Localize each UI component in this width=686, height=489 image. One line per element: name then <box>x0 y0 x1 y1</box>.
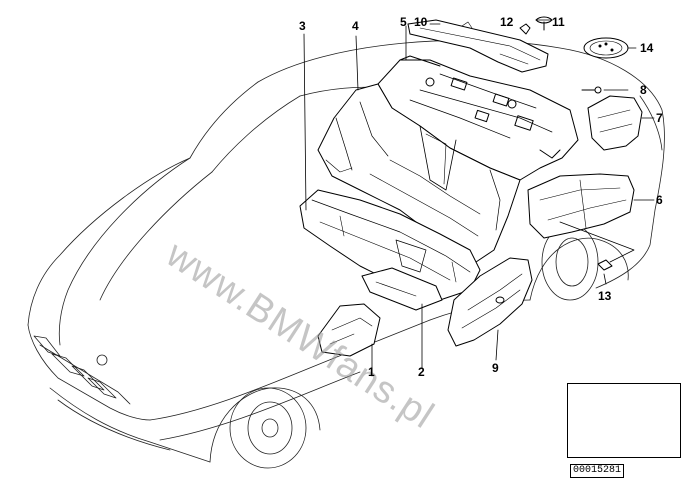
part-2-floor-mat <box>361 267 443 311</box>
part-7-trunk-panel <box>587 95 643 151</box>
part-14-round-pad <box>583 37 629 59</box>
part-11-grommet <box>535 16 553 31</box>
thumbnail-frame <box>567 383 681 458</box>
callout-7: 7 <box>656 111 663 125</box>
callout-10: 10 <box>414 15 428 29</box>
part-5-parcel-shelf <box>377 55 579 181</box>
callout-1: 1 <box>368 365 375 379</box>
part-4-bulkhead <box>317 83 521 263</box>
callout-14: 14 <box>640 41 654 55</box>
callout-5: 5 <box>400 15 407 29</box>
callout-9: 9 <box>492 361 499 375</box>
part-8-screw <box>581 86 602 94</box>
callout-2: 2 <box>418 365 425 379</box>
part-9-pillar-trim <box>447 257 533 347</box>
part-10-shelf-cover <box>407 19 549 73</box>
car-outline <box>27 39 665 469</box>
leader-lines <box>303 19 655 377</box>
reference-number: 00015281 <box>570 464 625 478</box>
callout-6: 6 <box>656 193 663 207</box>
callout-8: 8 <box>640 83 647 97</box>
callout-4: 4 <box>352 19 359 33</box>
callout-12: 12 <box>500 15 514 29</box>
callout-13: 13 <box>598 289 612 303</box>
callout-11: 11 <box>552 15 565 29</box>
part-6-side-trim <box>527 173 635 239</box>
part-12-clip <box>519 23 531 35</box>
part-1-footwell-mat <box>317 303 381 357</box>
part-13-nut <box>597 259 613 271</box>
callout-3: 3 <box>299 19 306 33</box>
